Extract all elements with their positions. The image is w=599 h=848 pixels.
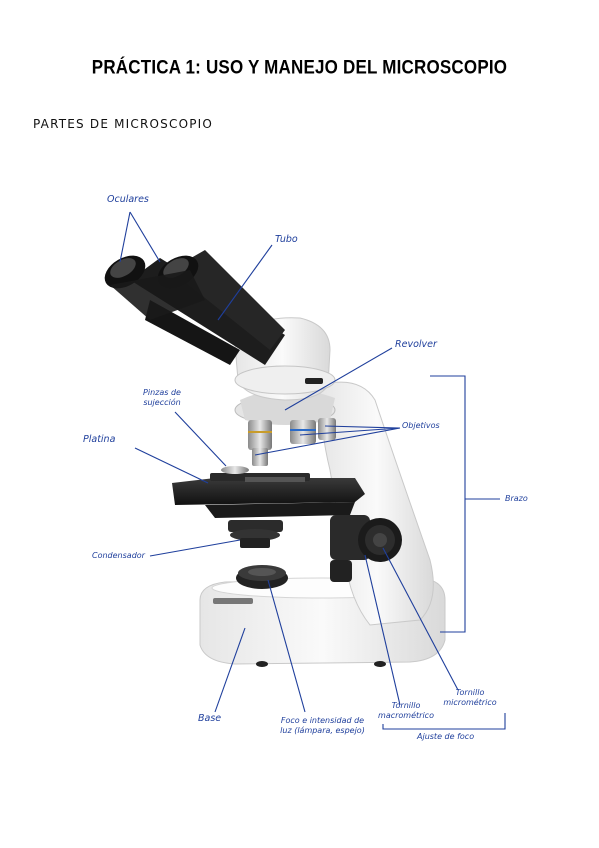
label-tornillo-micro-line1: Tornillo [455, 688, 485, 697]
label-oculares: Oculares [107, 194, 149, 205]
label-tornillo-micro-line2: micrométrico [443, 697, 497, 707]
light-source [236, 565, 288, 589]
label-revolver: Revolver [395, 339, 437, 350]
eyepiece-tubes [104, 250, 285, 365]
label-pinzas-line2: sujección [143, 397, 181, 407]
label-ajuste-de-foco: Ajuste de foco [417, 732, 475, 741]
annotation-lines [119, 211, 506, 730]
label-foco-line1: Foco e intensidad de [280, 716, 365, 725]
condenser [228, 520, 283, 548]
label-tornillo-macro-line2: macrométrico [378, 710, 434, 720]
label-objetivos: Objetivos [402, 421, 440, 430]
label-tubo: Tubo [275, 234, 298, 245]
page-title: PRÁCTICA 1: USO Y MANEJO DEL MICROSCOPIO [91, 56, 508, 79]
focus-knobs [330, 515, 402, 582]
label-base: Base [198, 713, 222, 724]
label-platina: Platina [83, 434, 116, 445]
stage [172, 466, 365, 518]
label-pinzas: Pinzas de sujección [132, 388, 192, 407]
label-condensador: Condensador [92, 551, 145, 560]
label-foco-line2: luz (lámpara, espejo) [280, 725, 365, 735]
section-subtitle: PARTES DE MICROSCOPIO [33, 117, 214, 131]
label-brazo: Brazo [505, 494, 528, 503]
label-pinzas-line1: Pinzas de [143, 388, 181, 397]
label-foco: Foco e intensidad de luz (lámpara, espej… [270, 716, 375, 735]
revolver-objectives [234, 389, 336, 466]
label-tornillo-macro-line1: Tornillo [391, 701, 421, 710]
label-tornillo-micro: Tornillo micrométrico [437, 688, 503, 707]
label-tornillo-macro: Tornillo macrométrico [377, 701, 435, 720]
